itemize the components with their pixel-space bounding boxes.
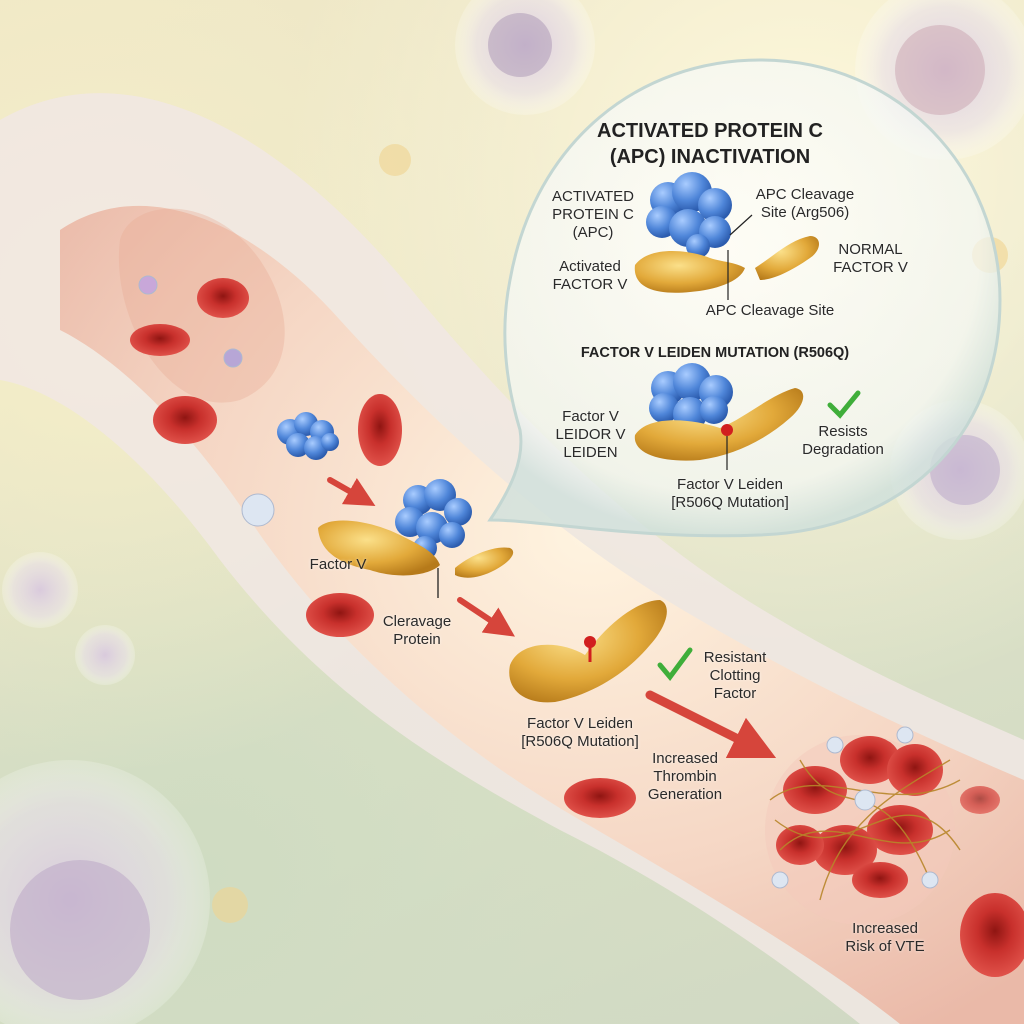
inset-factor-v-leiden-icon [634,388,804,461]
label-resists-degradation: Resists Degradation [802,423,884,458]
mutation-marker-icon [584,636,596,648]
label-normal-factor-v: NORMAL FACTOR V [833,241,908,276]
background-cell [2,552,78,628]
inset-normal-factor-v-icon [755,236,819,280]
apc-protein-icon [277,412,339,460]
pathway-arrows [327,477,777,759]
inset-apc-icon [646,172,732,258]
label-factor-v-leidor: Factor V LEIDOR V LEIDEN [555,408,626,461]
inset-title: ACTIVATED PROTEIN C (APC) INACTIVATION [597,120,823,168]
label-inset-factor-v-leiden: Factor V Leiden [R506Q Mutation] [671,476,789,511]
inset-bubble [487,58,1002,538]
label-increased-thrombin: Increased Thrombin Generation [647,750,723,803]
inset-activated-factor-v-icon [634,250,745,293]
check-icon [657,647,693,682]
label-activated-factor-v: Activated FACTOR V [552,258,628,293]
mutation-heading: FACTOR V LEIDEN MUTATION (R506Q) [580,345,850,361]
label-apc: ACTIVATED PROTEIN C (APC) [552,188,634,241]
label-cleavage-protein: Cleravage Protein [382,613,452,648]
label-resistant-clotting-factor: Resistant Clotting Factor [703,649,767,702]
inset-mutation-marker-icon [721,424,733,436]
label-apc-cleavage-site: APC Cleavage Site [705,302,835,319]
red-blood-cells [130,278,1024,977]
factor-v-icon [318,520,440,576]
label-cleavage-site-arg506: APC Cleavage Site (Arg506) [755,186,855,221]
blood-clot-icon [765,726,961,925]
inset-check-icon [827,390,861,419]
label-increased-risk-vte: Increased Risk of VTE [845,920,925,955]
platelet-icon [138,275,275,527]
label-factor-v-leiden: Factor V Leiden [R506Q Mutation] [521,715,639,750]
inset-apc-leiden-icon [649,363,733,431]
background-cell [75,625,135,685]
factor-v-leiden-icon [509,600,667,703]
factor-v-cleaved-fragment [455,547,514,578]
label-factor-v: Factor V [309,556,367,573]
